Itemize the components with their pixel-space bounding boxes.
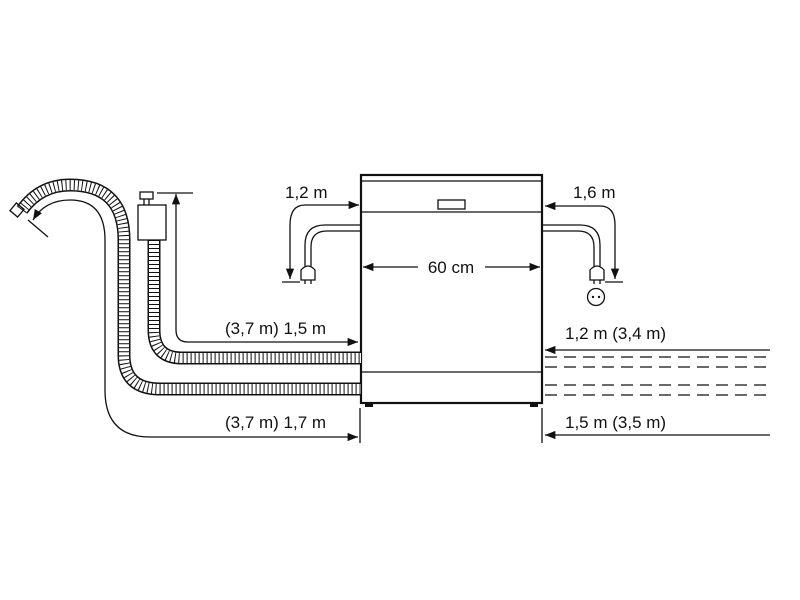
- dishwasher: [359, 173, 544, 407]
- drain-hose: (3,7 m) 1,7 m: [9, 178, 361, 442]
- supply-hose: (3,7 m) 1,5 m: [137, 191, 361, 365]
- left-power-cable: 1,2 m: [282, 183, 360, 284]
- plug-icon: [589, 265, 605, 281]
- drain-hose-left-label: (3,7 m) 1,7 m: [225, 413, 326, 432]
- width-dimension: 60 cm: [363, 258, 540, 277]
- foot-right: [530, 403, 538, 407]
- drain-nozzle: [9, 202, 25, 218]
- drain-right-label: 1,5 m (3,5 m): [565, 413, 666, 432]
- aquastop-valve: [137, 204, 167, 241]
- supply-right-label: 1,2 m (3,4 m): [565, 324, 666, 343]
- foot-left: [365, 403, 373, 407]
- supply-hose-left-label: (3,7 m) 1,5 m: [225, 319, 326, 338]
- width-label: 60 cm: [428, 258, 474, 277]
- right-power-cable: 1,6 m: [543, 183, 623, 307]
- right-cable-label: 1,6 m: [573, 183, 616, 202]
- left-cable-label: 1,2 m: [285, 183, 328, 202]
- socket-icon: [586, 287, 606, 307]
- right-hoses: 1,2 m (3,4 m) 1,5 m (3,5 m): [545, 324, 770, 440]
- control-display: [437, 199, 466, 210]
- plug-icon: [300, 265, 316, 281]
